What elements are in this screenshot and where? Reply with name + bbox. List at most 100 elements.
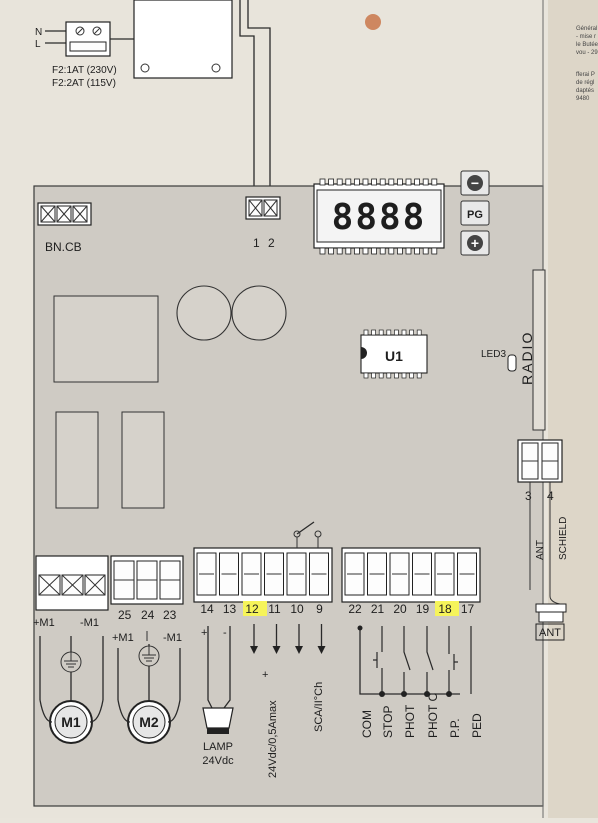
chip-pin bbox=[394, 329, 399, 336]
display-pin bbox=[396, 178, 403, 186]
input-label-phot: PHOT bbox=[403, 704, 417, 738]
input-label-phot-c: PHOT C bbox=[426, 693, 440, 738]
lamp-label: LAMP bbox=[203, 741, 233, 753]
paper-right-strip bbox=[548, 0, 598, 818]
photocell-contact-icon bbox=[426, 642, 434, 694]
input-label-ped: PED bbox=[470, 713, 484, 738]
pp-switch-icon bbox=[448, 642, 458, 694]
mains-l-label: L bbox=[35, 39, 41, 50]
input-label-com: COM bbox=[360, 710, 374, 738]
display-pin bbox=[371, 247, 378, 255]
lamp-plus-label: + bbox=[201, 627, 207, 639]
display-pin bbox=[405, 178, 412, 186]
ant-box-outline bbox=[535, 623, 565, 641]
fuse-115-label: F2:2AT (115V) bbox=[52, 78, 116, 89]
input-term-21-label: 21 bbox=[371, 602, 385, 616]
display-digits: 8888 bbox=[332, 197, 427, 238]
stop-switch-icon bbox=[373, 642, 383, 694]
display-pin bbox=[345, 178, 352, 186]
display-pin bbox=[371, 178, 378, 186]
led3 bbox=[507, 354, 517, 372]
input-term-18-label: 18 bbox=[438, 602, 452, 616]
display-pin bbox=[353, 178, 360, 186]
ant-box-label: ANT bbox=[539, 627, 561, 639]
output-arrow-icon bbox=[317, 646, 326, 654]
lamp-volt-label: 24Vdc bbox=[202, 755, 234, 767]
minus-button[interactable]: − bbox=[460, 170, 490, 196]
term-24-label: 24 bbox=[141, 608, 155, 622]
ant-label: ANT bbox=[535, 540, 546, 560]
margin-text-line: Général 1 bbox=[576, 26, 598, 32]
control-board bbox=[33, 185, 544, 807]
display-pin bbox=[328, 247, 335, 255]
margin-text-line: 9480 bbox=[576, 96, 590, 102]
pg-button[interactable]: PG bbox=[460, 200, 490, 226]
display-pin bbox=[319, 178, 326, 186]
bncb-terminal bbox=[37, 202, 92, 226]
lamp-wire-minus bbox=[223, 626, 231, 709]
input-term-20-label: 20 bbox=[393, 602, 407, 616]
input-terminal-block bbox=[245, 196, 281, 220]
display-module bbox=[313, 178, 445, 255]
display-pin bbox=[422, 247, 429, 255]
display-pin bbox=[379, 178, 386, 186]
pg-button-label: PG bbox=[467, 209, 483, 221]
junction-dot bbox=[401, 691, 407, 697]
m2-terminal-block bbox=[110, 555, 184, 605]
input-term-19-label: 19 bbox=[416, 602, 430, 616]
u1-label: U1 bbox=[385, 348, 403, 364]
output-term-11-label: 11 bbox=[268, 602, 281, 616]
margin-text-line: de régl bbox=[576, 80, 594, 86]
display-pin bbox=[388, 247, 395, 255]
chip-pin bbox=[363, 329, 369, 336]
photocell-contact-icon bbox=[403, 642, 411, 694]
display-pin bbox=[345, 247, 352, 255]
motor-m2-label: M2 bbox=[139, 714, 159, 730]
margin-text-line: fferai P bbox=[576, 72, 595, 78]
display-pin bbox=[379, 247, 386, 255]
motor-m1-label: M1 bbox=[61, 714, 81, 730]
lamp-icon bbox=[202, 707, 234, 734]
capacitor-2 bbox=[231, 285, 287, 341]
stain-mark bbox=[365, 14, 381, 30]
output-12-highlight bbox=[243, 601, 267, 616]
transformer-wire-2 bbox=[247, 0, 271, 197]
sca-label: SCA/II°Ch bbox=[313, 682, 325, 732]
plus-button[interactable]: + bbox=[460, 230, 490, 256]
display-pin bbox=[431, 178, 438, 186]
input-label-p-p-: P.P. bbox=[448, 718, 462, 738]
display-pin bbox=[328, 178, 335, 186]
u1-chip bbox=[360, 329, 428, 379]
led3-label: LED3 bbox=[481, 349, 506, 360]
junction-dot bbox=[379, 691, 385, 697]
output-term-10-label: 10 bbox=[290, 602, 304, 616]
radio-label: RADIO bbox=[519, 331, 535, 385]
chip-pin bbox=[371, 329, 376, 336]
display-pin bbox=[414, 247, 421, 255]
chip-pin bbox=[371, 372, 376, 379]
capacitor-1 bbox=[176, 285, 232, 341]
margin-text-line: - mise r bbox=[576, 34, 596, 40]
m2-minus-label: -M1 bbox=[163, 632, 182, 644]
com-dot bbox=[357, 625, 363, 631]
display-pin bbox=[319, 247, 326, 255]
m2-plus-label: +M1 bbox=[112, 632, 134, 644]
input-term-22-label: 22 bbox=[348, 602, 362, 616]
output-arrow-icon bbox=[272, 646, 281, 654]
margin-text-line: daptés bbox=[576, 88, 594, 94]
junction-dot bbox=[424, 691, 430, 697]
chip-pin bbox=[386, 329, 392, 336]
m2-motor-leads bbox=[117, 699, 181, 723]
input-18-highlight bbox=[435, 601, 459, 616]
chip-pin bbox=[394, 372, 399, 379]
motor-m1 bbox=[49, 700, 93, 744]
mains-n-label: N bbox=[35, 27, 42, 38]
chip-pin bbox=[378, 372, 384, 379]
display-pin bbox=[414, 178, 421, 186]
display-pin bbox=[405, 247, 412, 255]
margin-text-line: le Butée bbox=[576, 42, 598, 48]
jumper-switch-icon bbox=[293, 521, 322, 548]
relay-right bbox=[121, 411, 165, 509]
